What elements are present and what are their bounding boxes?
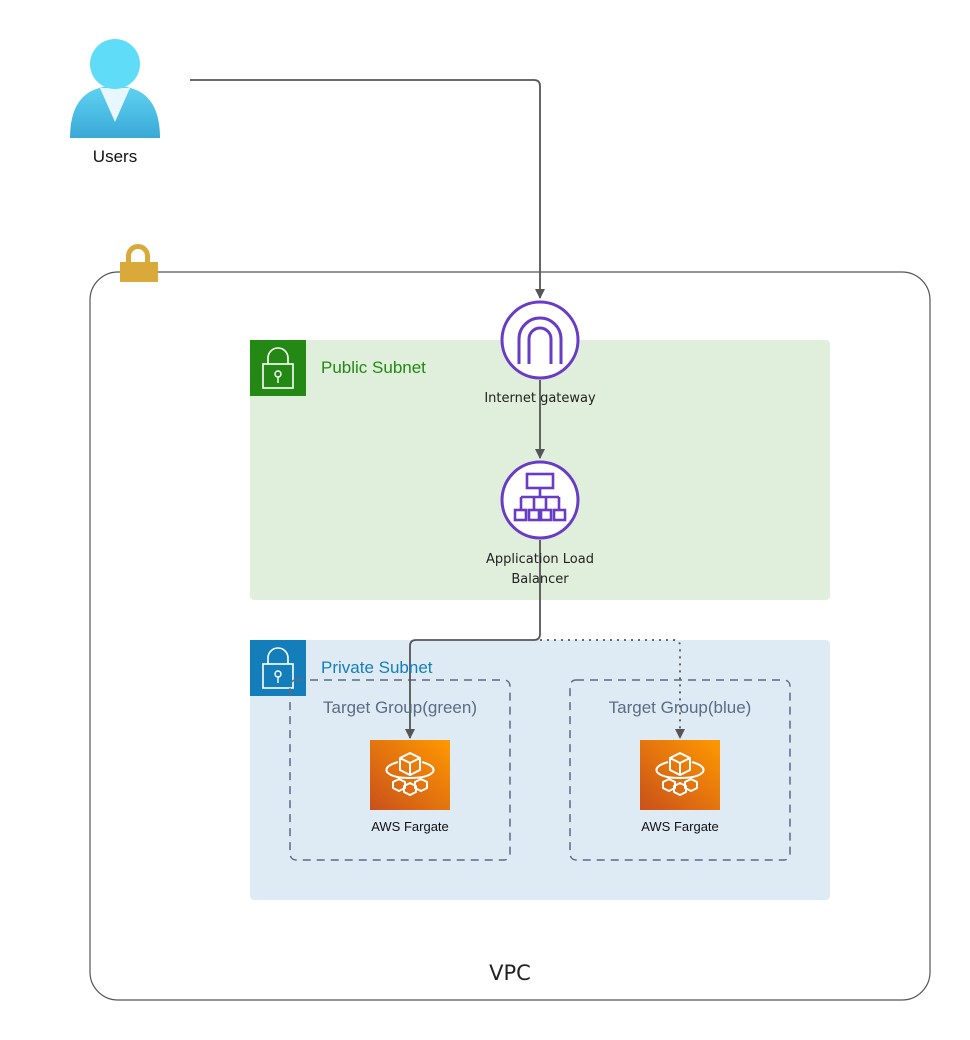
users-label: Users <box>92 147 138 166</box>
edge-users-to-igw <box>190 79 545 299</box>
fargate-icon <box>640 740 720 810</box>
load-balancer-icon <box>500 460 580 540</box>
load-balancer-label: Application Load Balancer <box>486 550 594 590</box>
fargate-blue-label: AWS Fargate <box>641 819 719 834</box>
user-icon <box>70 39 160 138</box>
internet-gateway-icon <box>500 300 580 380</box>
target-group-green <box>289 679 511 861</box>
private-subnet-label: Private Subnet <box>321 658 433 677</box>
edge-alb-to-green <box>405 540 541 739</box>
target-group-green-label: Target Group(green) <box>322 698 478 717</box>
padlock-icon <box>120 244 158 282</box>
load-balancer-label-line1: Application Load <box>486 552 594 567</box>
private-subnet <box>250 640 830 900</box>
fargate-icon <box>370 740 450 810</box>
target-group-blue-label: Target Group(blue) <box>608 698 752 717</box>
edge-alb-to-blue <box>540 639 685 739</box>
public-subnet-label: Public Subnet <box>321 358 426 377</box>
padlock-icon <box>250 640 306 696</box>
fargate-green-label: AWS Fargate <box>371 819 449 834</box>
target-group-blue <box>569 679 791 861</box>
padlock-icon <box>250 340 306 396</box>
load-balancer-label-line2: Balancer <box>511 572 569 587</box>
vpc-label: VPC <box>489 961 531 985</box>
internet-gateway-label: Internet gateway <box>484 391 596 406</box>
